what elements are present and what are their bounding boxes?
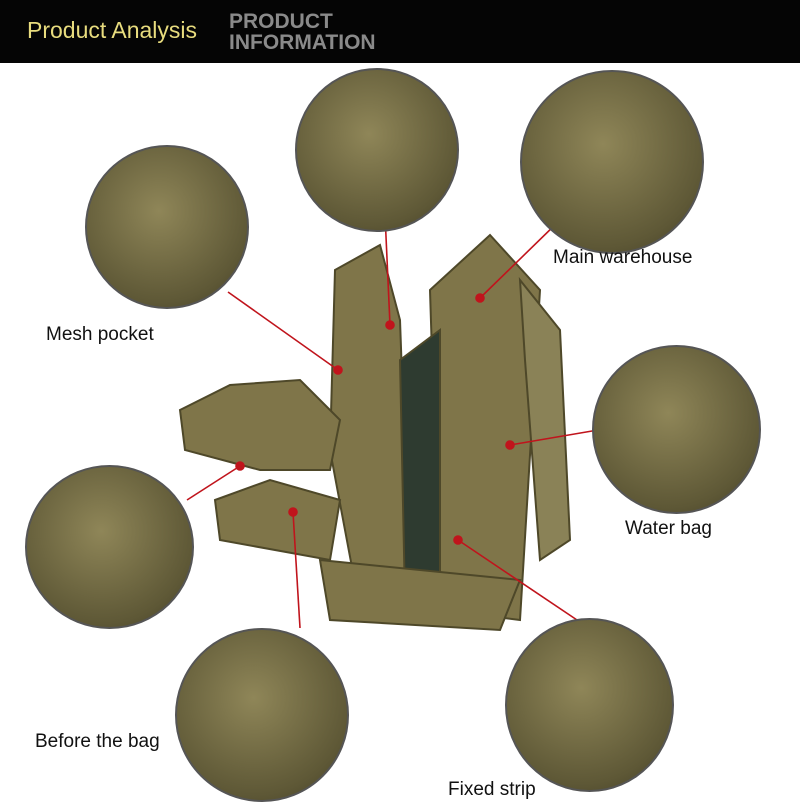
bottom	[318, 558, 522, 632]
interior	[398, 328, 441, 601]
header-title: Product Analysis	[27, 17, 198, 43]
label-main-warehouse: Main warehouse	[553, 247, 693, 268]
before-bag-detail-image	[175, 628, 349, 802]
shoulder-strap	[518, 276, 572, 562]
glasses-pocket-detail-image	[25, 465, 194, 629]
lower-pocket	[213, 478, 342, 562]
subtitle-line2: INFORMATION	[229, 31, 376, 54]
water-bag-detail-image	[592, 345, 761, 514]
fixed-strip-detail-image	[505, 618, 674, 792]
subtitle-line1: PRODUCT	[229, 10, 333, 33]
label-water-bag: Water bag	[625, 518, 712, 539]
label-mesh-pocket: Mesh pocket	[46, 324, 154, 345]
front-compartment-detail-image	[295, 68, 459, 232]
label-fixed-strip: Fixed strip	[448, 779, 536, 800]
callout-lines	[186, 169, 599, 629]
top-pocket	[178, 378, 342, 471]
mesh-pocket-detail-image	[85, 145, 249, 309]
main-warehouse-detail-image	[520, 70, 704, 254]
label-before-bag: Before the bag	[35, 731, 160, 752]
front-panel	[328, 243, 412, 612]
